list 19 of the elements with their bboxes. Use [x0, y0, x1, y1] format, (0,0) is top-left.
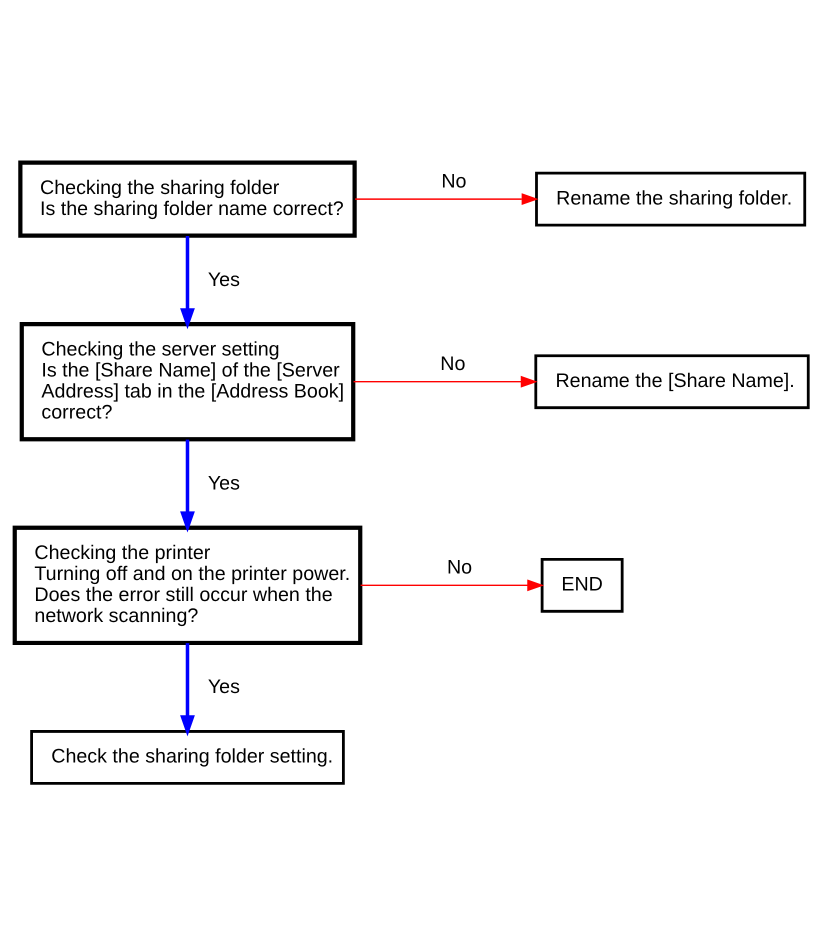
- edge-label: No: [440, 170, 466, 192]
- arrow: [354, 192, 538, 205]
- node-box: Checking the server setting Is the [Share Name] of the [Server Address] tab in the [Address Book] correct?: [19, 322, 355, 441]
- arrow: [353, 375, 538, 388]
- edge-label: No: [440, 352, 465, 375]
- node-box: Checking the sharing folder Is the sharing folder name correct?: [18, 160, 356, 238]
- edge-label: Yes: [207, 472, 240, 494]
- node-box: Rename the [Share Name].: [534, 354, 810, 409]
- node-box: Rename the sharing folder.: [534, 171, 806, 226]
- arrow: [180, 236, 194, 329]
- arrow: [180, 642, 194, 736]
- arrow: [360, 578, 544, 591]
- node-box: Check the sharing folder setting.: [30, 730, 344, 784]
- arrow: [180, 439, 194, 532]
- edge-label: Yes: [207, 676, 240, 698]
- edge-label: Yes: [207, 268, 240, 290]
- node-box: END: [540, 557, 624, 612]
- node-box: Checking the printer Turning off and on the printer power. Does the error still occur when the network scanning?: [12, 525, 362, 645]
- edge-label: No: [446, 556, 472, 578]
